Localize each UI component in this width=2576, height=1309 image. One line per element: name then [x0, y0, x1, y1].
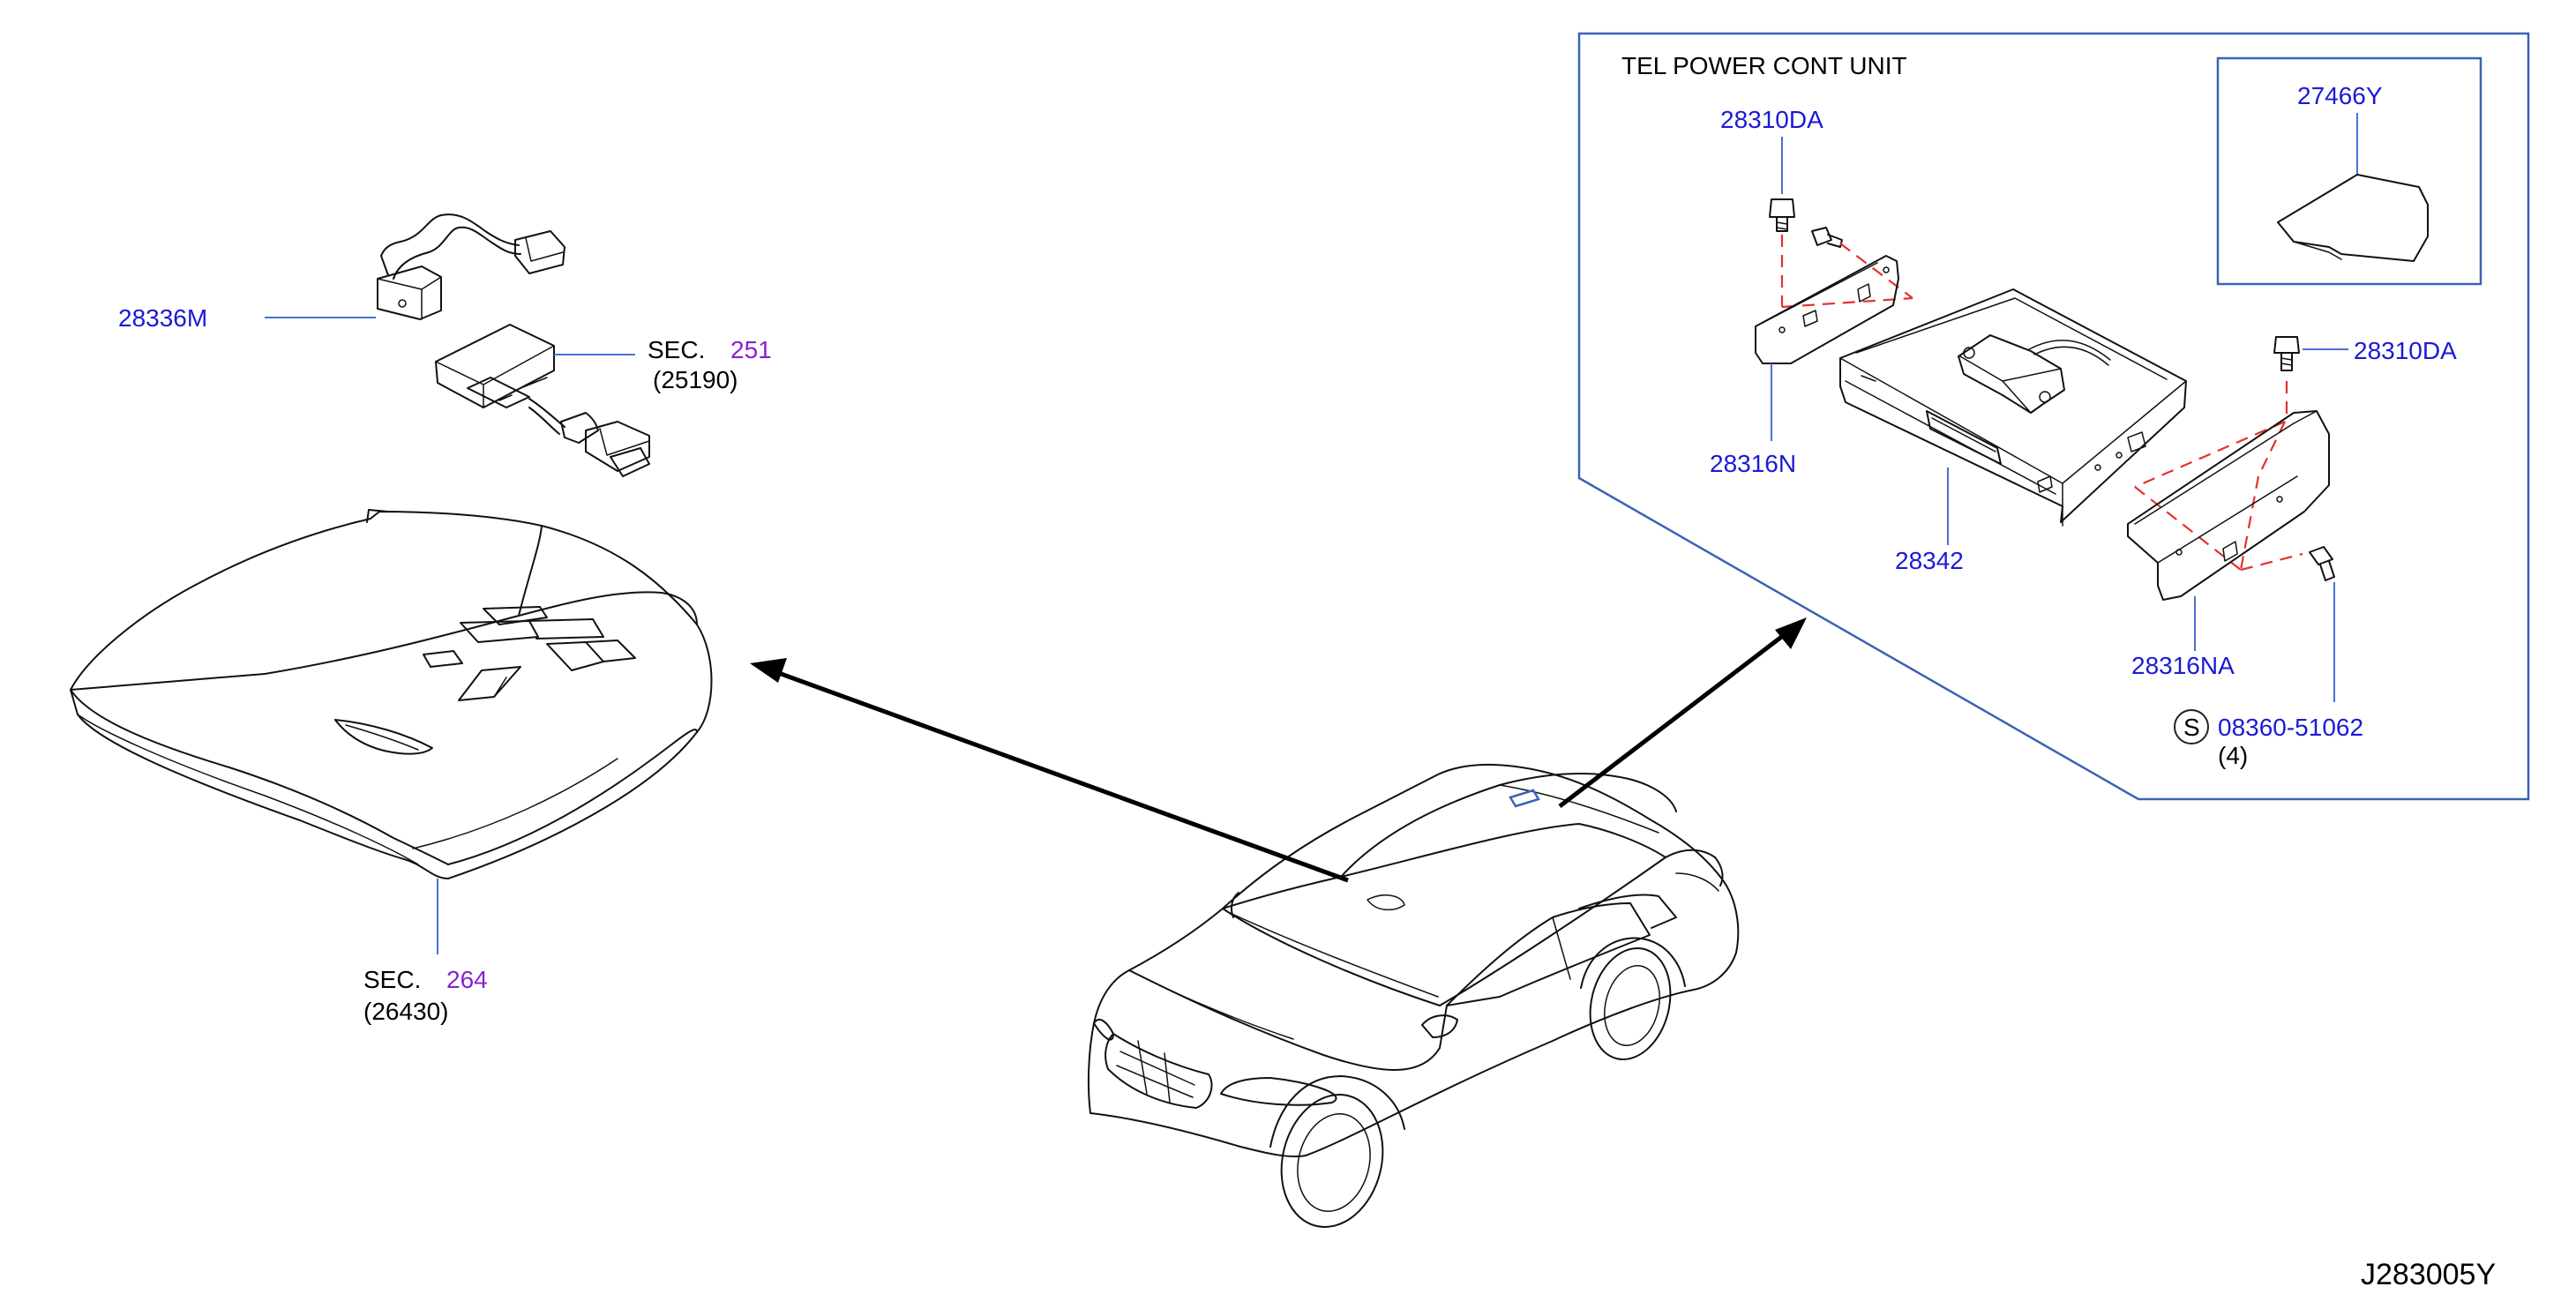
part-label-28336m[interactable]: 28336M	[118, 304, 207, 332]
part-label-28310da-right[interactable]: 28310DA	[2354, 337, 2457, 364]
module-28342	[1839, 288, 2187, 527]
harness-25190	[435, 324, 650, 477]
sec251-prefix: SEC.	[648, 336, 705, 363]
section-ref-264: SEC. 264 (26430)	[363, 966, 488, 1025]
arrow-to-module	[1558, 633, 1786, 808]
part-label-28316na[interactable]: 28316NA	[2131, 652, 2235, 679]
screw-bottom	[2309, 546, 2335, 581]
sec264-prefix: SEC.	[363, 966, 421, 993]
callout-box: TEL POWER CONT UNIT 27466Y 28310DA	[1577, 32, 2530, 801]
shim-plate	[2277, 174, 2429, 262]
part-label-28310da-top[interactable]: 28310DA	[1720, 106, 1823, 133]
inset-box-27466y: 27466Y	[2216, 56, 2482, 286]
inset-frame	[2216, 56, 2482, 286]
sec251-number[interactable]: 251	[730, 336, 772, 363]
part-label-08360-51062[interactable]: 08360-51062	[2218, 714, 2363, 741]
part-label-28342[interactable]: 28342	[1895, 547, 1964, 574]
part-label-27466y[interactable]: 27466Y	[2297, 82, 2383, 109]
part-label-28316n[interactable]: 28316N	[1710, 450, 1796, 477]
bracket-28316na	[2127, 410, 2330, 601]
bolt-small-top	[1811, 227, 1843, 248]
bracket-28316n	[1755, 255, 1899, 364]
screw-symbol: S	[2183, 714, 2200, 741]
sec264-number[interactable]: 264	[446, 966, 488, 993]
screw-symbol-circle	[2174, 709, 2209, 744]
section-ref-251: SEC. 251 (25190)	[648, 336, 772, 393]
harness-28336m	[377, 213, 565, 320]
bolt-right	[2273, 336, 2300, 371]
sec264-part: (26430)	[363, 998, 449, 1025]
car-illustration	[1087, 763, 1740, 1228]
sec251-part: (25190)	[653, 366, 738, 393]
bolt-top	[1769, 198, 1795, 232]
callout-title: TEL POWER CONT UNIT	[1621, 52, 1907, 79]
arrows	[750, 617, 1807, 883]
overhead-console	[70, 509, 713, 879]
diagram-code: J283005Y	[2361, 1258, 2496, 1291]
callout-frame	[1577, 32, 2530, 801]
screw-quantity: (4)	[2218, 742, 2248, 769]
dashed-guides	[1780, 235, 2303, 572]
arrow-to-console	[775, 669, 1349, 883]
